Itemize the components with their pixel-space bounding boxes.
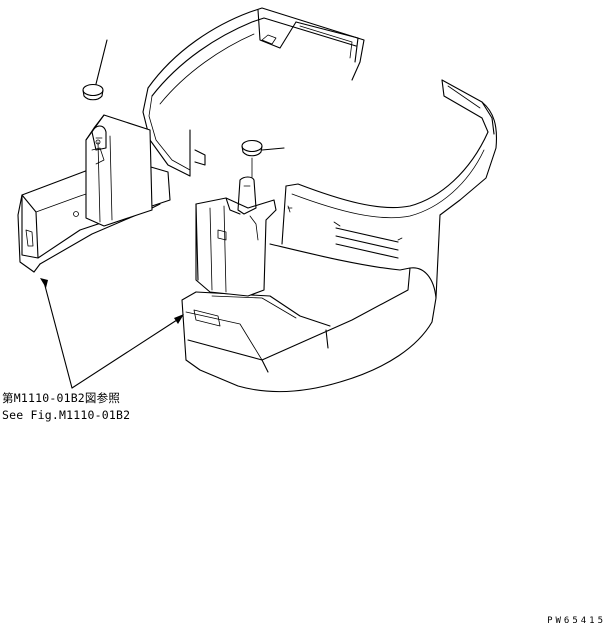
right-bracket — [195, 176, 277, 297]
left-cap — [82, 39, 108, 101]
fender-cover-left — [142, 7, 365, 177]
reference-note-english: See Fig.M1110-01B2 — [2, 408, 131, 422]
cab-base-right — [181, 79, 498, 393]
right-cap-leader — [261, 147, 285, 151]
right-cap — [241, 139, 285, 179]
drawing-number: PW65415 — [547, 616, 606, 626]
left-bracket — [85, 114, 153, 227]
reference-note-japanese: 第M1110-01B2図参照 — [2, 391, 121, 405]
reference-leaders — [40, 278, 184, 389]
left-cap-leader — [95, 39, 108, 85]
